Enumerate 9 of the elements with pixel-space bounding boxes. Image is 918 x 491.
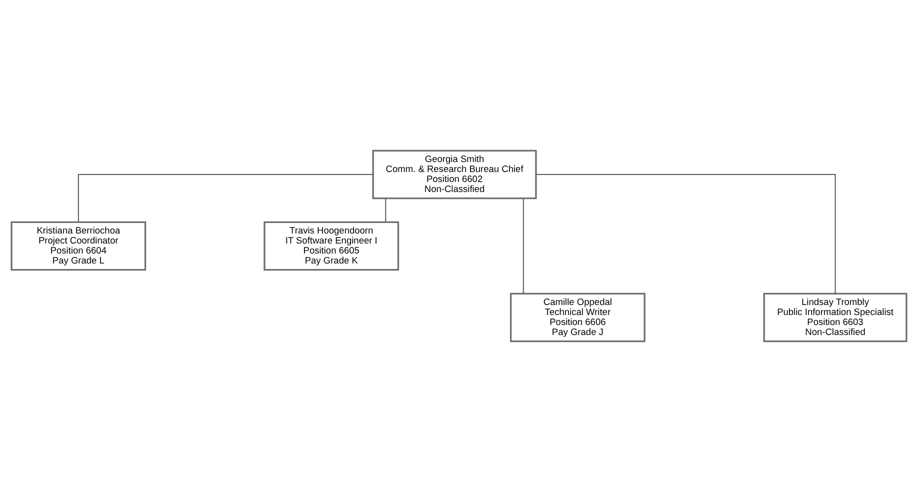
- connector: [385, 198, 386, 222]
- connector: [78, 173, 374, 222]
- node-box: Kristiana Berriochoa Project Coordinator Position 6604 Pay Grade L: [10, 220, 146, 270]
- connector: [536, 173, 836, 294]
- node-box: Georgia Smith Comm. & Research Bureau Chief Position 6602 Non-Classified: [372, 149, 537, 199]
- node-box: Travis Hoogendoorn IT Software Engineer I Position 6605 Pay Grade K: [264, 220, 400, 270]
- connector: [522, 197, 524, 294]
- node-box: Camille Oppedal Technical Writer Position 6606 Pay Grade J: [510, 292, 646, 342]
- node-box: Lindsay Trombly Public Information Specialist Position 6603 Non-Classified: [763, 292, 908, 342]
